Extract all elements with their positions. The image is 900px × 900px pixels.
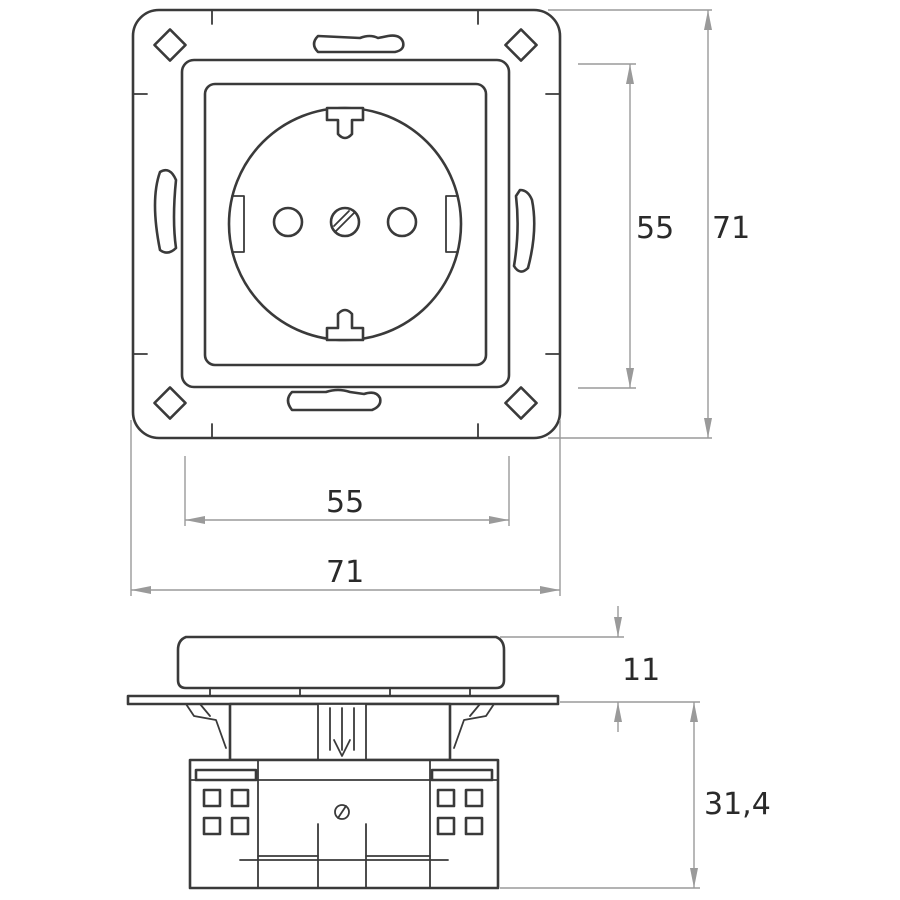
socket-recess (227, 106, 463, 342)
cover-plate-outer (180, 58, 511, 389)
pin-hole-right (386, 206, 418, 238)
pin-hole-left (272, 206, 304, 238)
dim-label-cover-depth: 11 (622, 653, 660, 688)
corner-screw-holes (153, 28, 538, 420)
frame-detail (209, 687, 471, 697)
dim-label-outer-height: 71 (712, 211, 750, 246)
front-view (131, 8, 562, 440)
dim-label-outer-width: 71 (326, 555, 364, 590)
mounting-frame (131, 8, 562, 440)
cover-plate-inner (203, 82, 488, 367)
spring-claws (185, 703, 495, 749)
center-screw (329, 206, 361, 238)
cover-cap (176, 635, 506, 690)
dimension-lines-side (500, 606, 700, 889)
right-terminal-screws (430, 768, 494, 836)
side-view (126, 635, 560, 890)
recess-side-lugs (231, 195, 459, 253)
center-screw-slot (335, 212, 355, 232)
dim-label-inner-width: 55 (326, 485, 364, 520)
earthing-clips (325, 106, 365, 342)
dim-label-body-depth: 31,4 (704, 787, 771, 822)
center-screw-slot-2 (333, 210, 350, 227)
claw-slots (153, 34, 536, 412)
dimension-lines-front (130, 9, 712, 596)
dim-label-inner-height: 55 (636, 211, 674, 246)
frame-notches (132, 9, 561, 439)
left-terminal-screws (194, 768, 258, 836)
